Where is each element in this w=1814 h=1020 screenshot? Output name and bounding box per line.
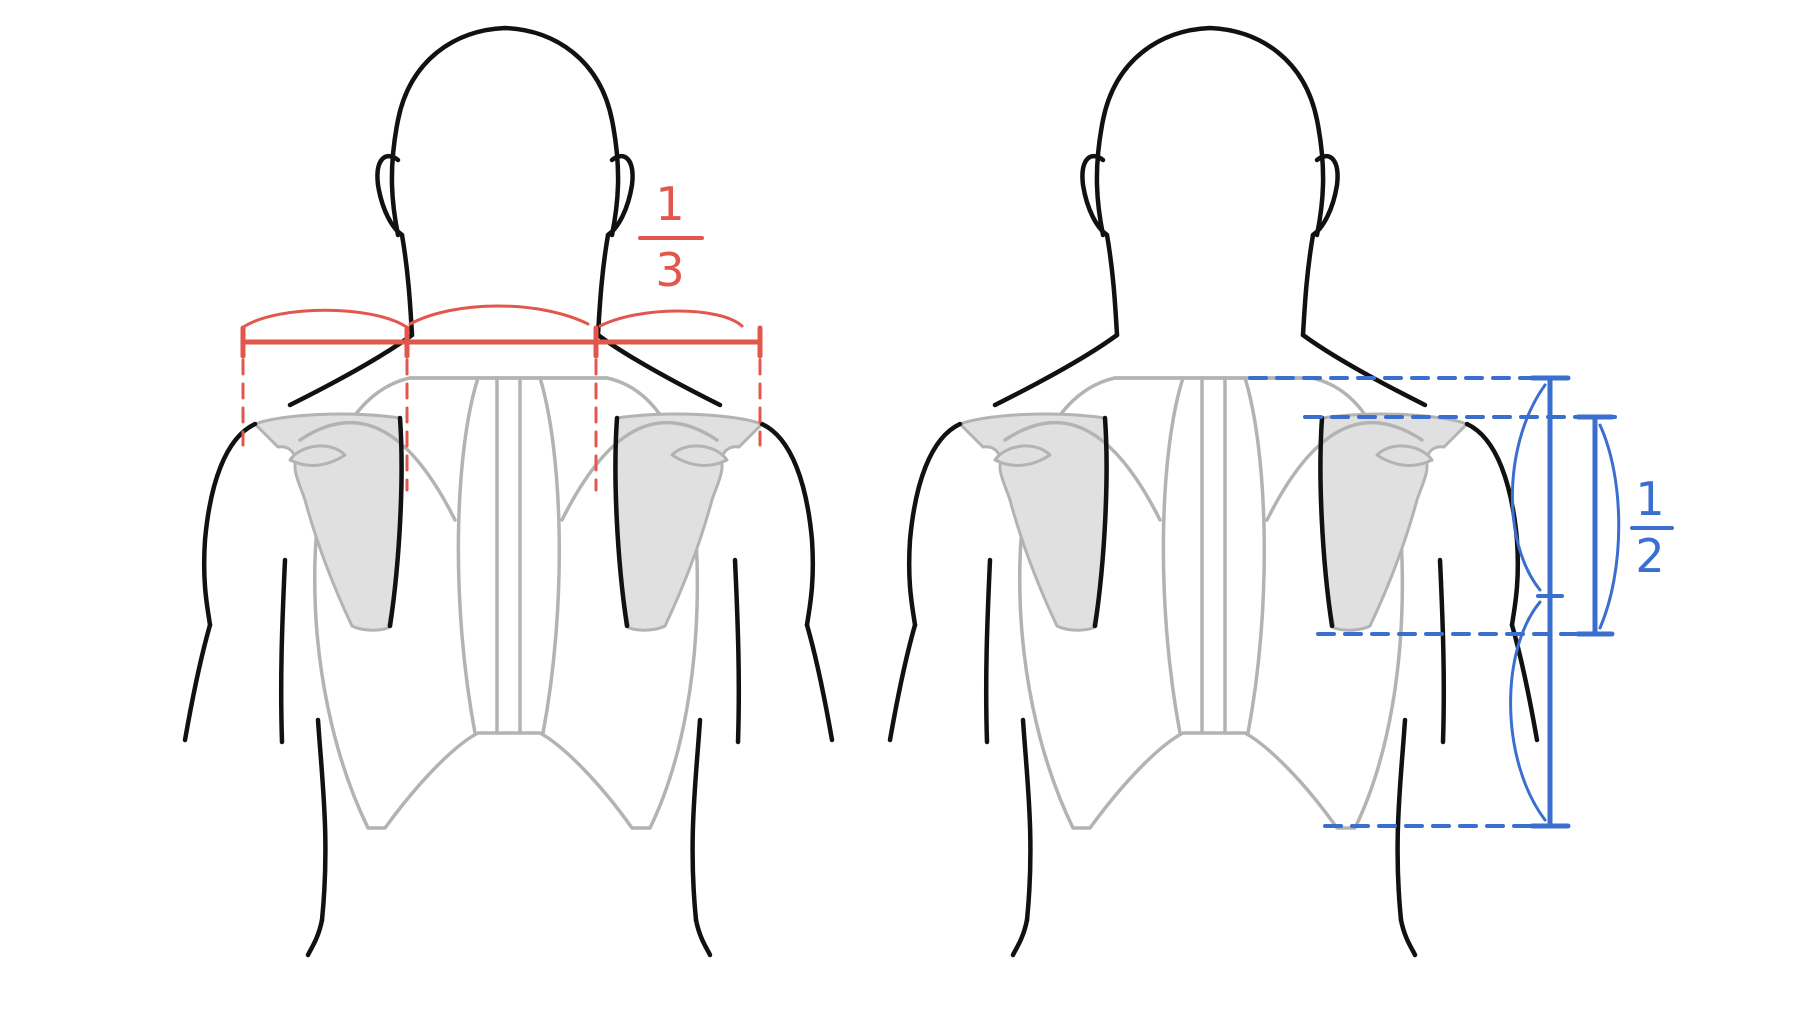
fraction-one-half: 1 2 [1630,472,1674,583]
half-measure-bars [1248,375,1621,829]
fraction-denominator: 2 [1635,529,1664,583]
thirds-measure-bar [240,304,763,492]
fraction-numerator: 1 [655,177,684,231]
fraction-denominator: 3 [655,243,684,297]
figure-right [890,28,1537,955]
fraction-numerator: 1 [1635,472,1664,526]
shoulder-thirds-annotation: 1 3 [240,177,763,492]
fraction-one-third: 1 3 [638,177,704,297]
scapula-half-annotation: 1 2 [1248,375,1674,829]
figure-left [185,28,832,955]
